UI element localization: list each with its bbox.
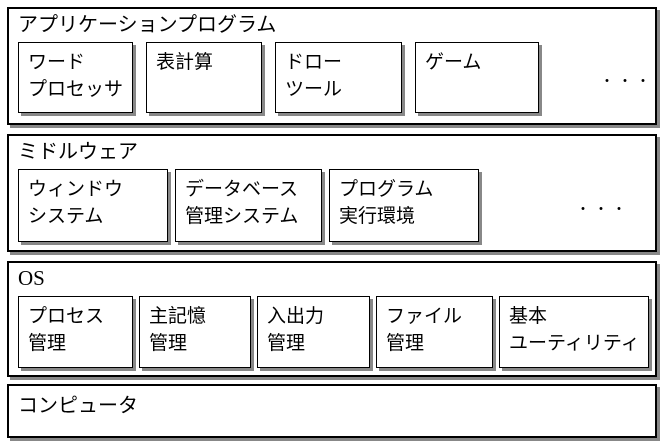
box-label-line2: 管理システム [185, 205, 299, 227]
box-spreadsheet: 表計算 [146, 42, 262, 113]
ellipsis-more-middleware: ・・・ [576, 201, 630, 218]
box-window-system: ウィンドウ システム [18, 169, 168, 242]
box-label-line2: 管理 [149, 332, 188, 354]
box-label-line2: 実行環境 [339, 205, 416, 227]
box-label-line1: ドロー [285, 51, 343, 73]
ellipsis-more-apps: ・・・ [600, 73, 654, 90]
os-boxes-row: プロセス 管理 主記憶 管理 入出力 管理 ファイル 管理 基本 ユーティリティ [18, 296, 649, 368]
box-database-management-system: データベース 管理システム [175, 169, 322, 242]
box-label-line2: システム [28, 205, 104, 227]
box-label-line1: プログラム [339, 178, 434, 200]
layer-middleware-title: ミドルウェア [18, 139, 138, 163]
box-label-line1: データベース [185, 178, 299, 200]
box-label-line2: ツール [285, 78, 343, 100]
box-label-line1: 基本 [509, 305, 548, 327]
box-process-management: プロセス 管理 [18, 296, 133, 368]
box-label-line1: ゲーム [425, 51, 482, 73]
layer-computer: コンピュータ [7, 384, 657, 438]
layer-application-title: アプリケーションプログラム [18, 12, 277, 36]
box-label-line1: ワード [28, 51, 86, 73]
box-label-line1: 主記憶 [149, 305, 207, 327]
box-io-management: 入出力 管理 [257, 296, 370, 368]
box-draw-tool: ドロー ツール [275, 42, 402, 113]
box-word-processor: ワード プロセッサ [18, 42, 133, 113]
box-game: ゲーム [415, 42, 539, 113]
application-boxes-row: ワード プロセッサ 表計算 ドロー ツール ゲーム ・・・ [18, 42, 650, 113]
box-label-line1: ウィンドウ [28, 178, 124, 200]
layer-application-programs: アプリケーションプログラム ワード プロセッサ 表計算 ドロー ツール ゲーム … [7, 7, 657, 125]
box-label-line1: プロセス [28, 305, 105, 327]
box-label-line2: 管理 [386, 332, 425, 354]
box-label-line1: ファイル [386, 305, 463, 327]
box-label-line2: 管理 [28, 332, 67, 354]
box-label-line2: プロセッサ [28, 78, 124, 100]
box-label-line1: 表計算 [156, 51, 214, 73]
box-basic-utilities: 基本 ユーティリティ [499, 296, 649, 368]
box-label-line1: 入出力 [267, 305, 325, 327]
box-label-line2: ユーティリティ [509, 332, 640, 354]
middleware-boxes-row: ウィンドウ システム データベース 管理システム プログラム 実行環境 ・・・ [18, 169, 646, 242]
layer-os: OS プロセス 管理 主記憶 管理 入出力 管理 ファイル 管理 基本 ユーティ… [7, 261, 657, 377]
box-label-line2: 管理 [267, 332, 306, 354]
box-file-management: ファイル 管理 [376, 296, 493, 368]
layer-middleware: ミドルウェア ウィンドウ システム データベース 管理システム プログラム 実行… [7, 134, 657, 252]
layer-computer-title: コンピュータ [18, 393, 138, 417]
box-program-runtime-environment: プログラム 実行環境 [329, 169, 479, 242]
box-main-memory-management: 主記憶 管理 [139, 296, 251, 368]
layer-os-title: OS [18, 266, 45, 290]
